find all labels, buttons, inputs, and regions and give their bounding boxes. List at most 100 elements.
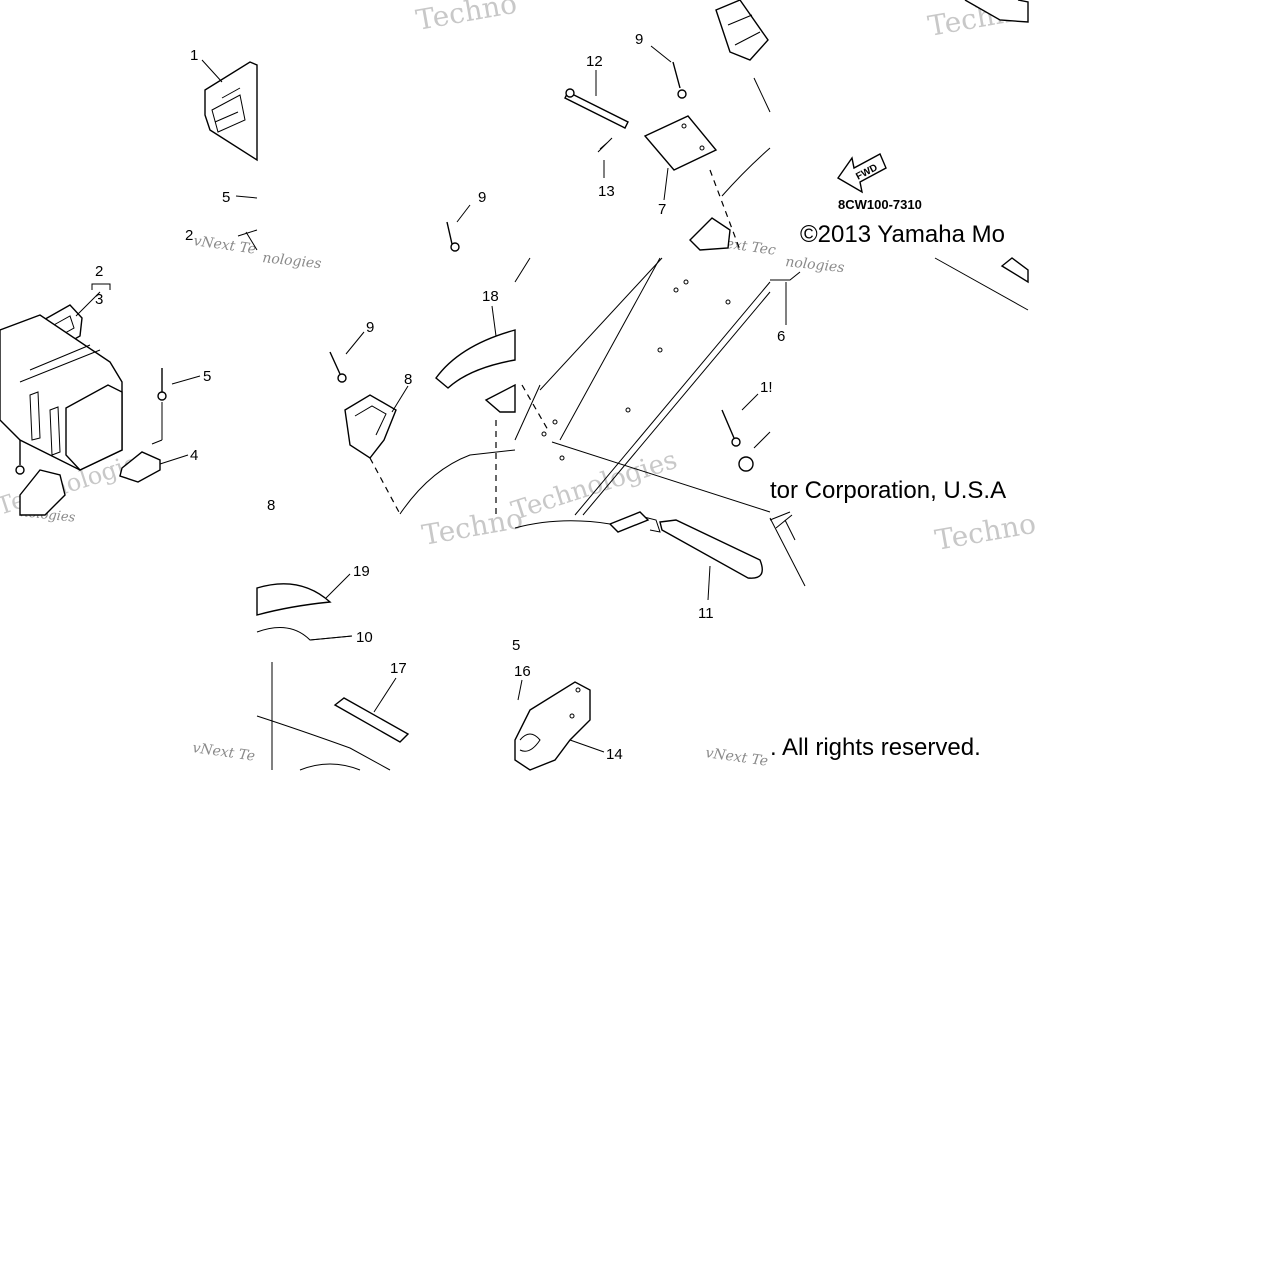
part-1-bracket <box>204 61 258 162</box>
watermark-nologies-1: nologies <box>262 250 323 272</box>
dash-line-b <box>369 457 401 515</box>
leader-9c <box>345 331 365 355</box>
watermark-technologies-1: Technologies <box>508 445 681 527</box>
panel-hole-8 <box>559 455 565 461</box>
clip-8 <box>344 394 397 459</box>
part-1-inner <box>211 94 246 133</box>
strip-17 <box>333 697 410 743</box>
seat-pad <box>484 383 516 413</box>
callout-c9a: 9 <box>478 189 486 206</box>
seat-10 <box>256 627 353 641</box>
panel-hole-4 <box>657 347 663 353</box>
screw-15a-shaft <box>721 409 735 439</box>
curve-b <box>753 431 771 449</box>
callout-c5a: 5 <box>222 189 230 206</box>
bracket-14-inner <box>519 733 541 752</box>
callout-c2a: 2 <box>185 227 193 244</box>
callout-c5b: 5 <box>203 368 211 385</box>
callout-c9b: 9 <box>635 31 643 48</box>
screw-5b-turn <box>151 439 163 445</box>
leader-16 <box>517 679 523 701</box>
panel-hole-5 <box>625 407 631 413</box>
callout-c1: 1 <box>190 47 198 64</box>
part-edge-tile1 <box>237 229 258 251</box>
leader-5a <box>235 195 258 199</box>
callout-c15a: 1! <box>760 379 773 396</box>
cotter-13 <box>597 137 613 153</box>
handle-11-hook <box>639 515 661 533</box>
tile-top-left <box>201 59 258 251</box>
tile-top-right: FWD 8CW100-7310 ©2013 Yamaha Mo <box>800 0 1029 311</box>
handle-11 <box>659 519 763 579</box>
leader-18 <box>491 305 497 337</box>
tile-middle-left <box>0 283 201 516</box>
edge-line-a <box>753 77 771 113</box>
panel-hole-2 <box>683 279 689 285</box>
watermark-techno-3: Techno <box>419 502 525 552</box>
part-clip-bottom <box>689 217 731 251</box>
callout-c14: 14 <box>606 746 623 763</box>
callout-c4: 4 <box>190 447 198 464</box>
carrier-box-front <box>65 384 123 471</box>
leader-2-3 <box>75 291 101 317</box>
callout-c8b: 8 <box>404 371 412 388</box>
callout-c16: 16 <box>514 663 531 680</box>
callout-c18: 18 <box>482 288 499 305</box>
watermark-group: Techno Techno Techno Techno Technologies… <box>0 0 1038 770</box>
screw-9c-shaft <box>329 351 341 375</box>
bracket-14 <box>514 681 591 771</box>
part-clip-top-inner <box>727 14 761 46</box>
leader-10 <box>309 635 353 641</box>
tile-lower-left <box>256 573 410 771</box>
seat-curve <box>399 449 516 515</box>
edge-line-b <box>934 257 1029 311</box>
copyright-line-1: ©2013 Yamaha Mo <box>800 221 1005 248</box>
screw-5b-head <box>157 391 167 401</box>
pin-12 <box>564 91 629 129</box>
leader-14 <box>569 739 605 753</box>
floor-panel-edge <box>539 257 663 391</box>
part-1-inner-2 <box>214 87 241 123</box>
tile-lower-centre <box>514 511 763 771</box>
carrier-box-slot-2 <box>49 406 61 456</box>
leader-4 <box>159 454 189 465</box>
part-6 <box>770 271 801 281</box>
callout-c13: 13 <box>598 183 615 200</box>
dash-line-a <box>709 169 741 251</box>
carrier-box-top <box>19 344 101 383</box>
callout-c9c: 9 <box>366 319 374 336</box>
washer-15a <box>738 456 754 472</box>
copyright-line-3: . All rights reserved. <box>770 734 981 761</box>
screw-9a-shaft <box>446 221 453 245</box>
seat-edge-2 <box>514 520 611 529</box>
callout-c2b: 2 <box>95 263 103 280</box>
leader-7 <box>663 167 669 201</box>
screw-15a-head <box>731 437 741 447</box>
leader-1 <box>201 59 223 83</box>
leader-5b <box>171 375 201 385</box>
curve-a <box>721 147 771 197</box>
watermark-vnext-4: vNext Te <box>704 745 769 770</box>
leader-15a <box>741 393 759 411</box>
watermark-nologies-2: nologies <box>785 254 846 276</box>
fwd-arrow-icon: FWD <box>836 153 887 194</box>
callout-c10: 10 <box>356 629 373 646</box>
hinge-7-hole-2 <box>699 145 705 151</box>
bracket-bottom-left <box>19 469 66 516</box>
callout-c17: 17 <box>390 660 407 677</box>
bracket-4 <box>119 451 161 483</box>
screw-9a-head <box>450 242 460 252</box>
leader-17 <box>373 677 397 713</box>
tile-middle-right: tor Corporation, U.S.A <box>769 477 1006 529</box>
seat-lower-curve-2 <box>299 763 361 771</box>
callout-c8a: 8 <box>267 497 275 514</box>
leader-19 <box>325 573 351 599</box>
tile-centre <box>329 305 516 515</box>
seat-lower-curve <box>256 715 391 771</box>
panel-hole-6 <box>552 419 558 425</box>
hinge-7 <box>643 115 718 171</box>
corner-part-tr <box>964 0 1029 23</box>
screw-9b-shaft <box>672 61 681 89</box>
callout-c6: 6 <box>777 328 785 345</box>
